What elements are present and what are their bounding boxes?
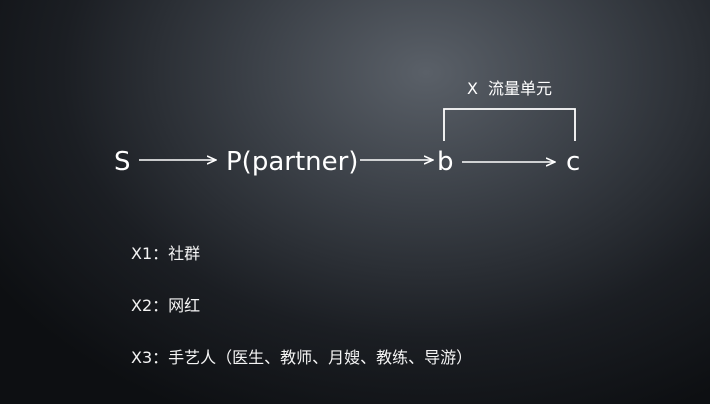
- list-item-text: ：手艺人（医生、教师、月嫂、教练、导游）: [152, 348, 473, 367]
- list-item-text: ：社群: [152, 244, 201, 263]
- list-item-key: X2: [131, 296, 153, 315]
- list-item-key: X1: [131, 244, 153, 263]
- node-b: b: [437, 147, 454, 177]
- node-partner: P(partner): [226, 147, 359, 177]
- node-s: S: [114, 147, 131, 177]
- x-definitions-list: X1：社群 X2：网红 X3：手艺人（医生、教师、月嫂、教练、导游）: [131, 244, 472, 400]
- node-c: c: [566, 147, 581, 177]
- list-item-x1: X1：社群: [131, 244, 472, 264]
- traffic-unit-bracket: [443, 108, 576, 141]
- bracket-label: X 流量单元: [467, 79, 552, 99]
- list-item-x2: X2：网红: [131, 296, 472, 316]
- bracket-text: 流量单元: [487, 79, 552, 98]
- list-item-key: X3: [131, 348, 153, 367]
- bracket-var: X: [467, 79, 478, 98]
- list-item-x3: X3：手艺人（医生、教师、月嫂、教练、导游）: [131, 348, 472, 368]
- list-item-text: ：网红: [152, 296, 201, 315]
